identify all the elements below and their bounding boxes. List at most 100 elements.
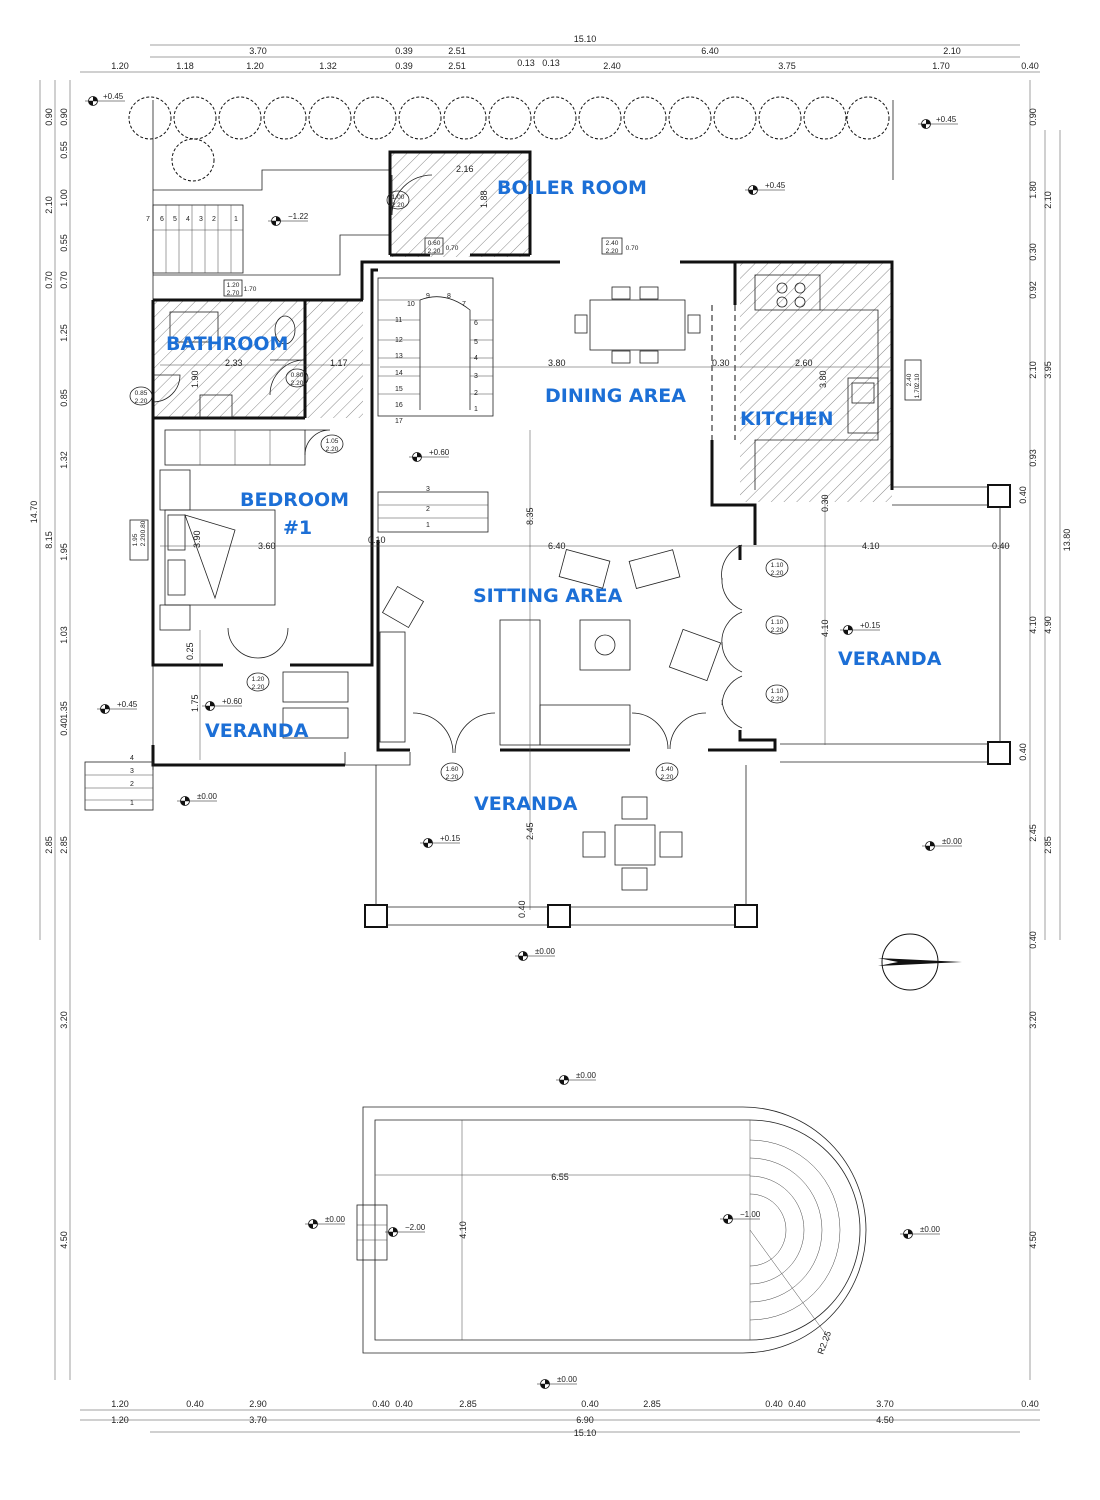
sw-stair: 4 3 2 1 <box>84 755 154 811</box>
level-marker-icon: +0.60 <box>408 448 450 462</box>
dim-top-label: 1.32 <box>319 61 337 71</box>
door-tag: 1.052.20 <box>320 434 344 454</box>
tree-icon <box>578 96 622 140</box>
room-label-bedroom-number: #1 <box>283 517 312 539</box>
dim-left-label: 1.03 <box>59 626 69 644</box>
room-label-veranda-south: VERANDA <box>474 793 578 815</box>
svg-text:+0.60: +0.60 <box>222 697 243 706</box>
stair-number: 1 <box>426 522 430 529</box>
svg-text:1.40: 1.40 <box>661 766 674 773</box>
dim-bottom-label: 6.90 <box>576 1415 594 1425</box>
dim-interior: 8.35 <box>525 507 535 525</box>
tree-icon <box>758 96 802 140</box>
stair-number: 2 <box>130 781 134 788</box>
svg-text:1.60: 1.60 <box>446 766 459 773</box>
armchair <box>381 549 722 682</box>
stair-number: 8 <box>447 293 451 300</box>
dim-interior: 2.45 <box>525 822 535 840</box>
tv-unit <box>379 631 406 743</box>
stair-number: 16 <box>395 402 403 409</box>
tree-icon <box>173 96 217 140</box>
dim-left-label: 1.35 <box>59 701 69 719</box>
room-label-sitting-area: SITTING AREA <box>473 585 623 607</box>
dim-bottom-label: 4.50 <box>876 1415 894 1425</box>
svg-text:1.10: 1.10 <box>771 619 784 626</box>
svg-text:2.20: 2.20 <box>428 248 441 255</box>
svg-text:2.20: 2.20 <box>135 398 148 405</box>
stair-number: 7 <box>146 216 150 223</box>
swimming-pool: 6.55 4.10 R2.25 <box>356 1106 867 1356</box>
tree-icon <box>713 96 757 140</box>
svg-text:2.20: 2.20 <box>392 202 405 209</box>
dim-interior: 0.10 <box>368 535 386 545</box>
dim-left-label: 1.00 <box>59 189 69 207</box>
stair-number: 3 <box>130 768 134 775</box>
window-tag: 1.202.701.70 <box>223 279 257 297</box>
stair-number: 3 <box>199 216 203 223</box>
dim-right-label: 0.40 <box>1018 486 1028 504</box>
svg-text:2.20: 2.20 <box>606 248 619 255</box>
dim-bottom-label: 1.20 <box>111 1415 129 1425</box>
dim-right-label: 2.85 <box>1043 836 1053 854</box>
dim-right-label: 4.10 <box>1028 616 1038 634</box>
svg-text:+0.45: +0.45 <box>117 700 138 709</box>
kitchen-opening <box>711 305 736 440</box>
dim-bottom-total: 15.10 <box>574 1428 597 1438</box>
dim-top-label: 2.10 <box>943 46 961 56</box>
dim-left-label: 0.55 <box>59 141 69 159</box>
room-labels: BOILER ROOM BATHROOM DINING AREA KITCHEN… <box>166 177 942 815</box>
dim-interior: 3.60 <box>258 541 276 551</box>
dim-interior: 0.40 <box>992 541 1010 551</box>
dim-right-label: 1.80 <box>1028 181 1038 199</box>
svg-text:2.20: 2.20 <box>140 533 147 546</box>
tree-icon <box>171 138 215 182</box>
door-tag: 1.002.20 <box>386 190 410 210</box>
svg-text:2.20: 2.20 <box>661 774 674 781</box>
dim-top-label: 2.51 <box>448 61 466 71</box>
room-label-boiler-room: BOILER ROOM <box>497 177 647 199</box>
dim-bottom-label: 2.85 <box>459 1399 477 1409</box>
level-marker-icon: +0.15 <box>419 834 461 848</box>
door-tag: 0.802.20 <box>285 368 309 388</box>
svg-text:1.20: 1.20 <box>252 676 265 683</box>
level-marker-icon: −2.00 <box>384 1223 426 1237</box>
dim-bottom-row2: 1.20 3.70 6.90 4.50 <box>111 1415 894 1425</box>
svg-text:±0.00: ±0.00 <box>576 1071 597 1080</box>
svg-text:2.20: 2.20 <box>771 696 784 703</box>
dim-interior: 1.17 <box>330 358 348 368</box>
bed <box>159 469 276 631</box>
dim-top-label: 0.13 <box>517 58 535 68</box>
dim-left-label: 0.40 <box>59 718 69 736</box>
dim-bottom-label: 0.40 <box>372 1399 390 1409</box>
door-tag: 0.852.20 <box>129 386 153 406</box>
dim-interior: 2.33 <box>225 358 243 368</box>
outer-stair: 7 6 5 4 3 2 1 <box>146 204 244 274</box>
svg-text:2.20: 2.20 <box>326 446 339 453</box>
dim-right-label: 3.20 <box>1028 1011 1038 1029</box>
svg-text:2.40: 2.40 <box>606 240 619 247</box>
north-arrow-icon <box>878 933 962 991</box>
room-label-kitchen: KITCHEN <box>740 408 833 430</box>
dim-right-label: 0.90 <box>1028 108 1038 126</box>
stair-number: 3 <box>426 486 430 493</box>
dim-interior: 0.40 <box>517 900 527 918</box>
stair-number: 1 <box>234 216 238 223</box>
kitchen-counter <box>754 274 879 490</box>
stair-number: 10 <box>407 301 415 308</box>
dim-left-label: 2.85 <box>44 836 54 854</box>
svg-text:1.10: 1.10 <box>771 562 784 569</box>
stair-number: 6 <box>474 320 478 327</box>
svg-text:0.70: 0.70 <box>446 245 459 252</box>
stair-number: 14 <box>395 370 403 377</box>
dim-right-total: 13.80 <box>1062 529 1072 552</box>
level-marker-icon: +0.45 <box>744 181 786 195</box>
pool-width: 6.55 <box>551 1172 569 1182</box>
dim-top-total: 15.10 <box>574 34 597 44</box>
dim-left-label: 0.85 <box>59 389 69 407</box>
dim-interior: 0.25 <box>185 642 195 660</box>
svg-text:−2.00: −2.00 <box>405 1223 426 1232</box>
dim-interior: 3.80 <box>818 370 828 388</box>
dim-left-label: 2.85 <box>59 836 69 854</box>
